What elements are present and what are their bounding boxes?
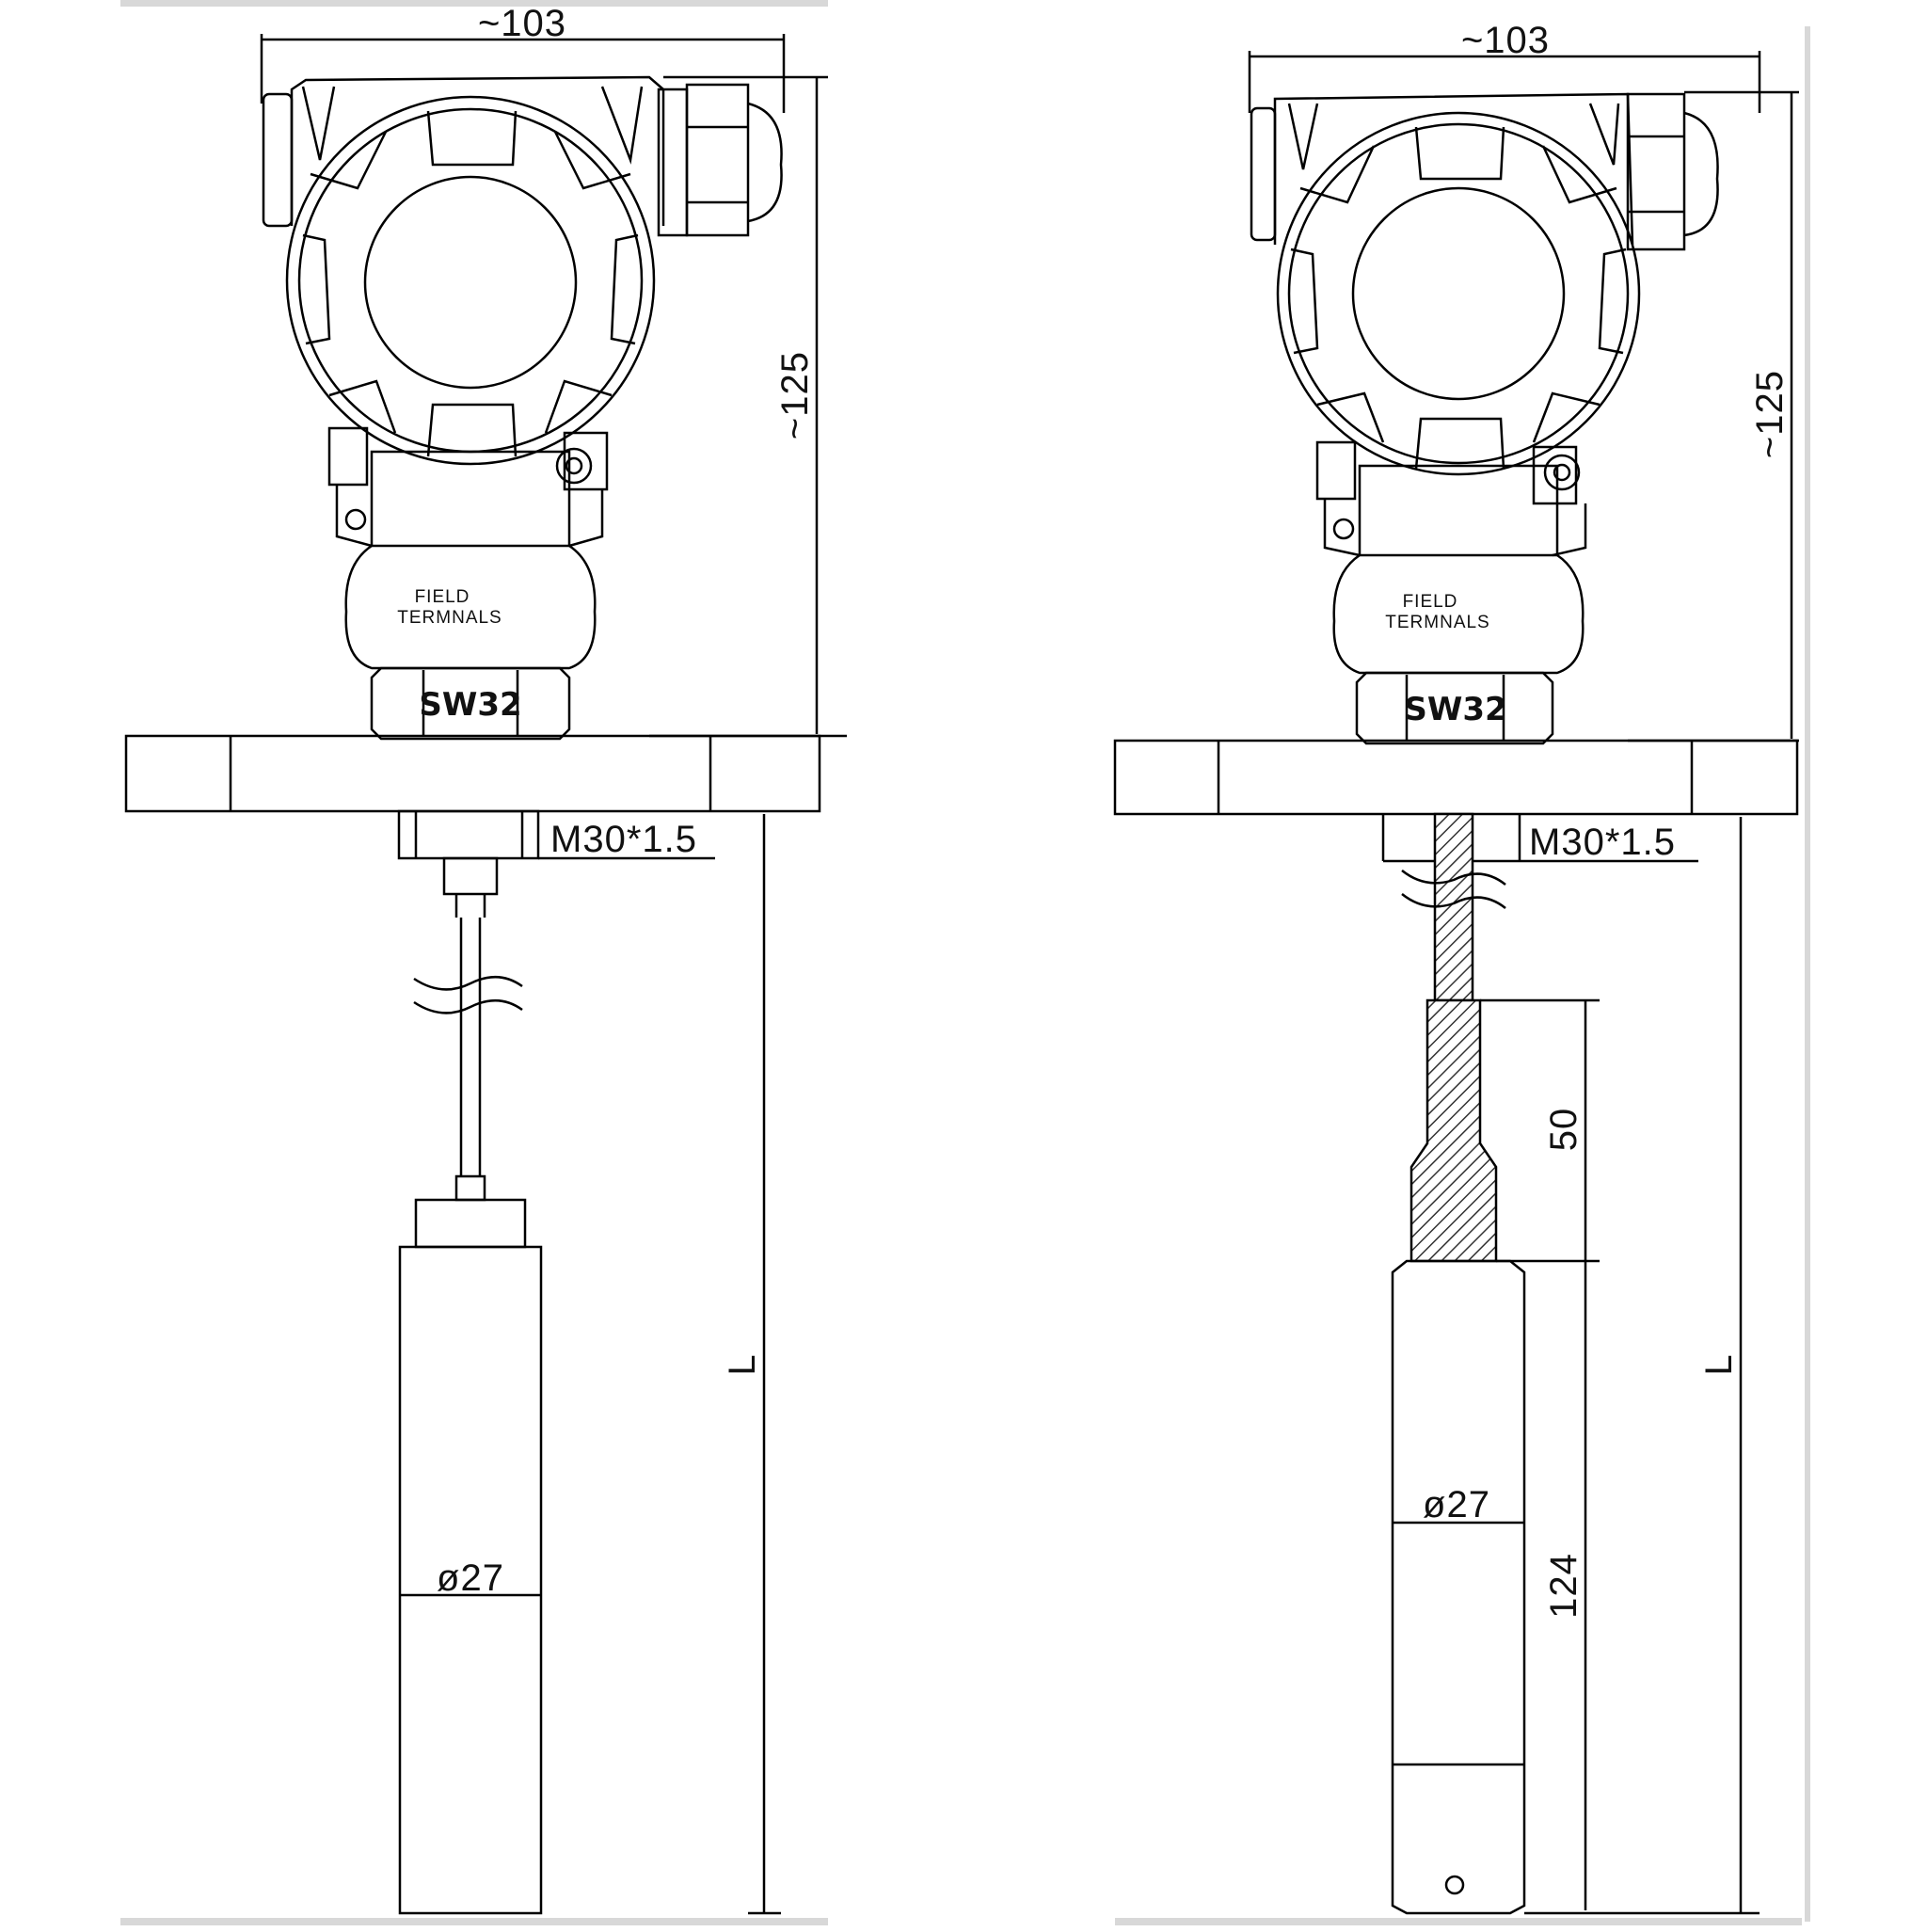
- diameter-label: ø27: [437, 1557, 504, 1599]
- cable: [1401, 812, 1506, 1002]
- width-label: ~103: [1461, 20, 1550, 61]
- length-label: L: [722, 1353, 763, 1375]
- height-dimension: ~125: [1684, 90, 1799, 739]
- field-terminals-label-line1: FIELD: [415, 587, 470, 607]
- mounting-flange: [1113, 739, 1799, 816]
- length-dimension: L: [722, 814, 781, 1915]
- sleeve-dimension: 50: [1480, 998, 1600, 1910]
- field-terminals-label-line2: TERMNALS: [397, 608, 502, 628]
- thread-label: M30*1.5: [550, 819, 697, 860]
- field-terminals-label-line2: TERMNALS: [1385, 613, 1489, 632]
- sleeve-length-label: 50: [1543, 1108, 1585, 1152]
- diameter-label: ø27: [1423, 1484, 1490, 1525]
- thread-connection: M30*1.5: [397, 809, 715, 860]
- probe-length-label: 124: [1543, 1553, 1585, 1619]
- hex-nut: SW32: [1355, 671, 1554, 745]
- sensor-probe: ø27 124: [1391, 1259, 1585, 1915]
- length-dimension: L: [1524, 817, 1760, 1915]
- nut-size-label: SW32: [419, 686, 521, 724]
- frame-bars: [120, 0, 1810, 1925]
- hex-nut: SW32: [370, 666, 571, 741]
- thread-connection: M30*1.5: [1381, 814, 1698, 863]
- height-label: ~125: [774, 351, 816, 439]
- field-terminals-label-line1: FIELD: [1403, 592, 1458, 612]
- nut-size-label: SW32: [1404, 691, 1506, 728]
- sensor-probe: ø27: [398, 1245, 543, 1915]
- extension-rod: [413, 856, 527, 1249]
- mounting-flange: [124, 734, 847, 813]
- thread-label: M30*1.5: [1529, 822, 1676, 863]
- right-view-cable-type: ~103: [1113, 20, 1799, 1915]
- width-dimension: ~103: [260, 3, 786, 113]
- length-label: L: [1698, 1353, 1740, 1375]
- height-dimension: ~125: [663, 75, 828, 734]
- transmitter-housing: FIELD TERMNALS: [262, 75, 783, 670]
- transmitter-housing: FIELD TERMNALS: [1250, 92, 1719, 675]
- left-view-rod-type: ~103: [124, 3, 847, 1915]
- width-dimension: ~103: [1248, 20, 1761, 113]
- width-label: ~103: [478, 3, 566, 44]
- height-label: ~125: [1749, 370, 1791, 458]
- cable-sleeve: [1409, 998, 1498, 1263]
